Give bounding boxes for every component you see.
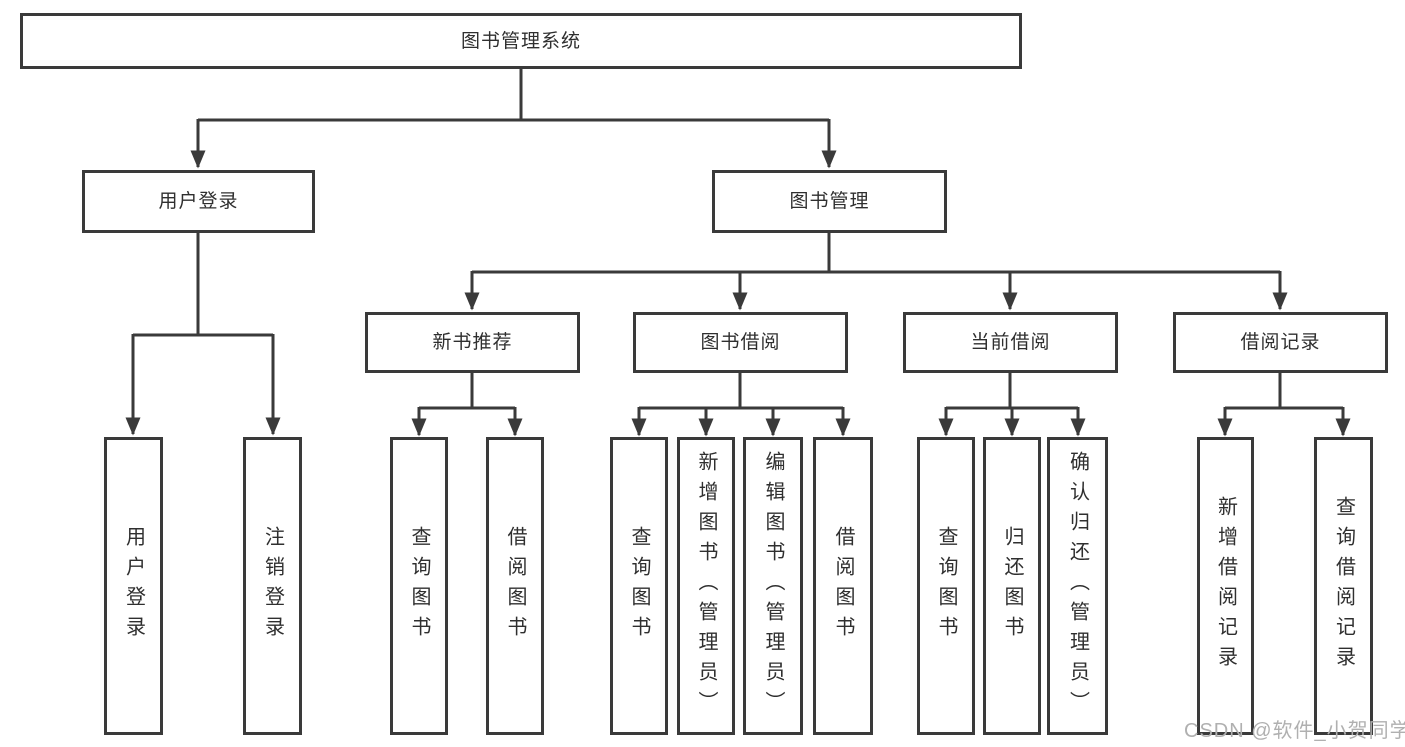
node-root: 图书管理系统 — [20, 13, 1022, 69]
node-book-borrowing: 图书借阅 — [633, 312, 848, 373]
leaf-current-query-books-label: 查询图书 — [935, 526, 957, 646]
leaf-user-login-label: 用户登录 — [122, 526, 145, 646]
leaf-borrowing-borrow-books-label: 借阅图书 — [832, 526, 854, 646]
leaf-query-borrow-record-label: 查询借阅记录 — [1332, 496, 1355, 676]
node-new-book-recommend: 新书推荐 — [365, 312, 580, 373]
leaf-edit-book-admin-label: 编辑图书（管理员） — [762, 451, 784, 721]
leaf-recommend-borrow-books-label: 借阅图书 — [504, 526, 526, 646]
node-book-management: 图书管理 — [712, 170, 947, 233]
leaf-confirm-return-admin-label: 确认归还（管理员） — [1066, 451, 1089, 721]
leaf-recommend-borrow-books: 借阅图书 — [486, 437, 544, 735]
leaf-query-borrow-record: 查询借阅记录 — [1314, 437, 1373, 735]
leaf-return-books-label: 归还图书 — [1001, 526, 1023, 646]
leaf-edit-book-admin: 编辑图书（管理员） — [743, 437, 803, 735]
leaf-current-query-books: 查询图书 — [917, 437, 975, 735]
leaf-confirm-return-admin: 确认归还（管理员） — [1047, 437, 1108, 735]
leaf-logout: 注销登录 — [243, 437, 302, 735]
leaf-add-book-admin: 新增图书（管理员） — [677, 437, 735, 735]
leaf-logout-label: 注销登录 — [261, 526, 284, 646]
leaf-user-login: 用户登录 — [104, 437, 163, 735]
leaf-add-book-admin-label: 新增图书（管理员） — [695, 451, 717, 721]
node-borrow-records: 借阅记录 — [1173, 312, 1388, 373]
csdn-watermark: CSDN @软件_小贺同学 — [1184, 720, 1405, 742]
leaf-return-books: 归还图书 — [983, 437, 1041, 735]
leaf-recommend-query-books-label: 查询图书 — [408, 526, 430, 646]
leaf-add-borrow-record: 新增借阅记录 — [1197, 437, 1254, 735]
leaf-recommend-query-books: 查询图书 — [390, 437, 448, 735]
leaf-borrowing-query-books: 查询图书 — [610, 437, 668, 735]
leaf-add-borrow-record-label: 新增借阅记录 — [1214, 496, 1237, 676]
node-user-login: 用户登录 — [82, 170, 315, 233]
leaf-borrowing-borrow-books: 借阅图书 — [813, 437, 873, 735]
leaf-borrowing-query-books-label: 查询图书 — [628, 526, 650, 646]
node-current-borrowing: 当前借阅 — [903, 312, 1118, 373]
